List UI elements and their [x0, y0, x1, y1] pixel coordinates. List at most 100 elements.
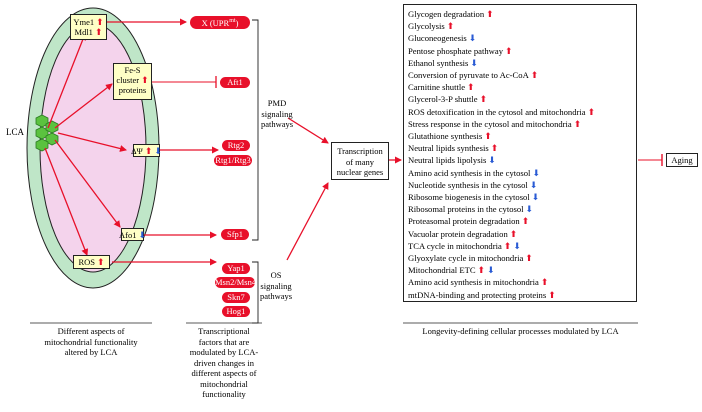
down-arrow-icon: ⬇ — [488, 155, 496, 166]
process-label: Amino acid synthesis in mitochondria — [408, 277, 539, 288]
middle-caption-line-7: functionality — [202, 389, 246, 399]
skn7-pill: Skn7 — [222, 292, 250, 303]
transcription-line-1: Transcription — [337, 146, 383, 156]
process-label: Pentose phosphate pathway — [408, 45, 503, 56]
ros-label: ROS — [78, 257, 95, 267]
up-arrow-icon: ⬆ — [484, 131, 492, 141]
pmd-line-2: signaling — [261, 108, 293, 119]
up-arrow-icon: ⬆ — [144, 145, 153, 156]
left-caption-line-3: altered by LCA — [64, 347, 118, 357]
down-arrow-icon: ⬇ — [531, 192, 540, 202]
sfp1-pill: Sfp1 — [221, 229, 249, 240]
up-arrow-icon: ⬆ — [446, 21, 455, 32]
process-label: Glycogen degradation — [408, 9, 485, 19]
process-label: Glutathione synthesis — [408, 131, 483, 141]
up-arrow-icon: ⬆ — [548, 289, 556, 300]
up-arrow-icon: ⬆ — [97, 256, 105, 267]
process-item: mtDNA-binding and protecting proteins⬆ — [408, 290, 556, 301]
os-line-2: signaling — [260, 280, 292, 291]
ros-box: ROS⬆ — [73, 255, 110, 269]
pmd-bracket — [252, 19, 259, 241]
pmd-line-1: PMD — [267, 98, 287, 108]
up-arrow-icon: ⬆ — [525, 253, 533, 263]
middle-caption-line-5: different aspects of — [191, 368, 257, 378]
process-item: Glycerol-3-P shuttle⬆ — [408, 94, 487, 105]
up-arrow-icon: ⬆ — [141, 74, 149, 85]
middle-caption-line-6: mitochondrial — [200, 378, 248, 389]
process-label: Ribosomal proteins in the cytosol — [408, 204, 524, 215]
left-caption-line-1: Different aspects of — [57, 326, 125, 336]
os-line-1: OS — [270, 270, 282, 280]
left-caption: Different aspects of mitochondrial funct… — [28, 326, 154, 358]
up-arrow-icon: ⬆ — [96, 16, 104, 27]
down-arrow-icon: ⬇ — [468, 33, 477, 44]
process-label: Vacuolar protein degradation — [408, 228, 508, 239]
lca-label: LCA — [6, 127, 24, 137]
up-arrow-icon: ⬆ — [509, 228, 518, 239]
yme1-mdl1-box: Yme1⬆ Mdl1⬆ — [70, 14, 107, 40]
middle-caption-line-3: modulated by LCA- — [189, 347, 259, 357]
process-item: ROS detoxification in the cytosol and mi… — [408, 107, 595, 118]
process-item: Vacuolar protein degradation⬆ — [408, 229, 517, 240]
down-arrow-icon: ⬇ — [529, 179, 538, 190]
up-arrow-icon: ⬆ — [521, 216, 530, 227]
lca-arrows — [44, 33, 127, 256]
process-label: Glycerol-3-P shuttle — [408, 94, 478, 105]
process-label: Conversion of pyruvate to Ac-CoA — [408, 70, 529, 80]
lca-hexagon — [35, 138, 49, 152]
process-item: Ethanol synthesis⬇ — [408, 58, 478, 69]
process-item: Carnitine shuttle⬆ — [408, 82, 475, 93]
process-label: Stress response in the cytosol and mitoc… — [408, 118, 572, 129]
fe-s-line-3: proteins — [118, 85, 147, 95]
delta-psi-label: ΔΨ — [131, 146, 143, 156]
process-item: Amino acid synthesis in the cytosol⬇ — [408, 168, 540, 179]
process-label: Amino acid synthesis in the cytosol — [408, 167, 531, 178]
msn2-msn4-pill: Msn2/Msn4 — [215, 277, 257, 288]
hog1-pill: Hog1 — [222, 306, 250, 317]
process-label: Proteasomal protein degradation — [408, 216, 520, 227]
afo1-label: Afo1 — [118, 230, 137, 240]
transcription-box: Transcription of many nuclear genes — [331, 142, 389, 180]
process-item: Neutral lipids lipolysis⬇ — [408, 155, 496, 166]
os-line-3: pathways — [260, 291, 293, 301]
process-item: Glycogen degradation⬆ — [408, 9, 494, 20]
process-label: Ribosome biogenesis in the cytosol — [408, 192, 530, 202]
process-label: Carnitine shuttle — [408, 82, 466, 93]
up-arrow-icon: ⬆ — [467, 82, 475, 93]
mdl1-label: Mdl1 — [74, 27, 93, 37]
up-arrow-icon: ⬆ — [505, 45, 513, 56]
up-arrow-icon: ⬆ — [503, 240, 512, 251]
x-uprmt-sup: mt — [229, 18, 236, 24]
process-label: Glycolysis — [408, 21, 445, 32]
process-item: Glycolysis⬆ — [408, 21, 454, 32]
down-arrow-icon: ⬇ — [138, 229, 147, 240]
middle-caption: Transcriptional factors that are modulat… — [182, 326, 266, 400]
process-item: Nucleotide synthesis in the cytosol⬇ — [408, 180, 537, 191]
up-arrow-icon: ⬆ — [486, 9, 494, 19]
process-item: Stress response in the cytosol and mitoc… — [408, 119, 581, 130]
afo1-box: Afo1⬇ — [118, 228, 147, 241]
aging-box: Aging — [666, 153, 698, 167]
process-item: Ribosome biogenesis in the cytosol⬇ — [408, 192, 539, 203]
up-arrow-icon: ⬆ — [490, 143, 499, 154]
middle-caption-line-2: factors that are — [198, 336, 250, 347]
x-uprmt-close: ) — [235, 17, 239, 28]
process-label: Neutral lipids lipolysis — [408, 155, 487, 166]
fe-s-line-1: Fe-S — [124, 65, 141, 75]
up-arrow-icon: ⬆ — [479, 94, 488, 105]
process-label: Neutral lipids synthesis — [408, 143, 489, 154]
process-label: ROS detoxification in the cytosol and mi… — [408, 106, 586, 117]
process-item: TCA cycle in mitochondria⬆⬇ — [408, 241, 521, 252]
up-arrow-icon: ⬆ — [540, 277, 549, 288]
up-arrow-icon: ⬆ — [94, 26, 103, 37]
process-item: Amino acid synthesis in mitochondria⬆ — [408, 277, 548, 288]
middle-caption-line-4: driven changes in — [194, 357, 254, 368]
os-pathway-label: OS signaling pathways — [260, 270, 292, 302]
down-arrow-icon: ⬇ — [532, 167, 540, 178]
process-item: Gluconeogenesis⬇ — [408, 33, 476, 44]
up-arrow-icon: ⬆ — [587, 106, 596, 117]
os-bracket — [252, 261, 259, 324]
process-item: Proteasomal protein degradation⬆ — [408, 216, 529, 227]
left-caption-line-2: mitochondrial functionality — [44, 336, 138, 347]
processes-panel: Glycogen degradation⬆Glycolysis⬆Gluconeo… — [403, 4, 637, 302]
